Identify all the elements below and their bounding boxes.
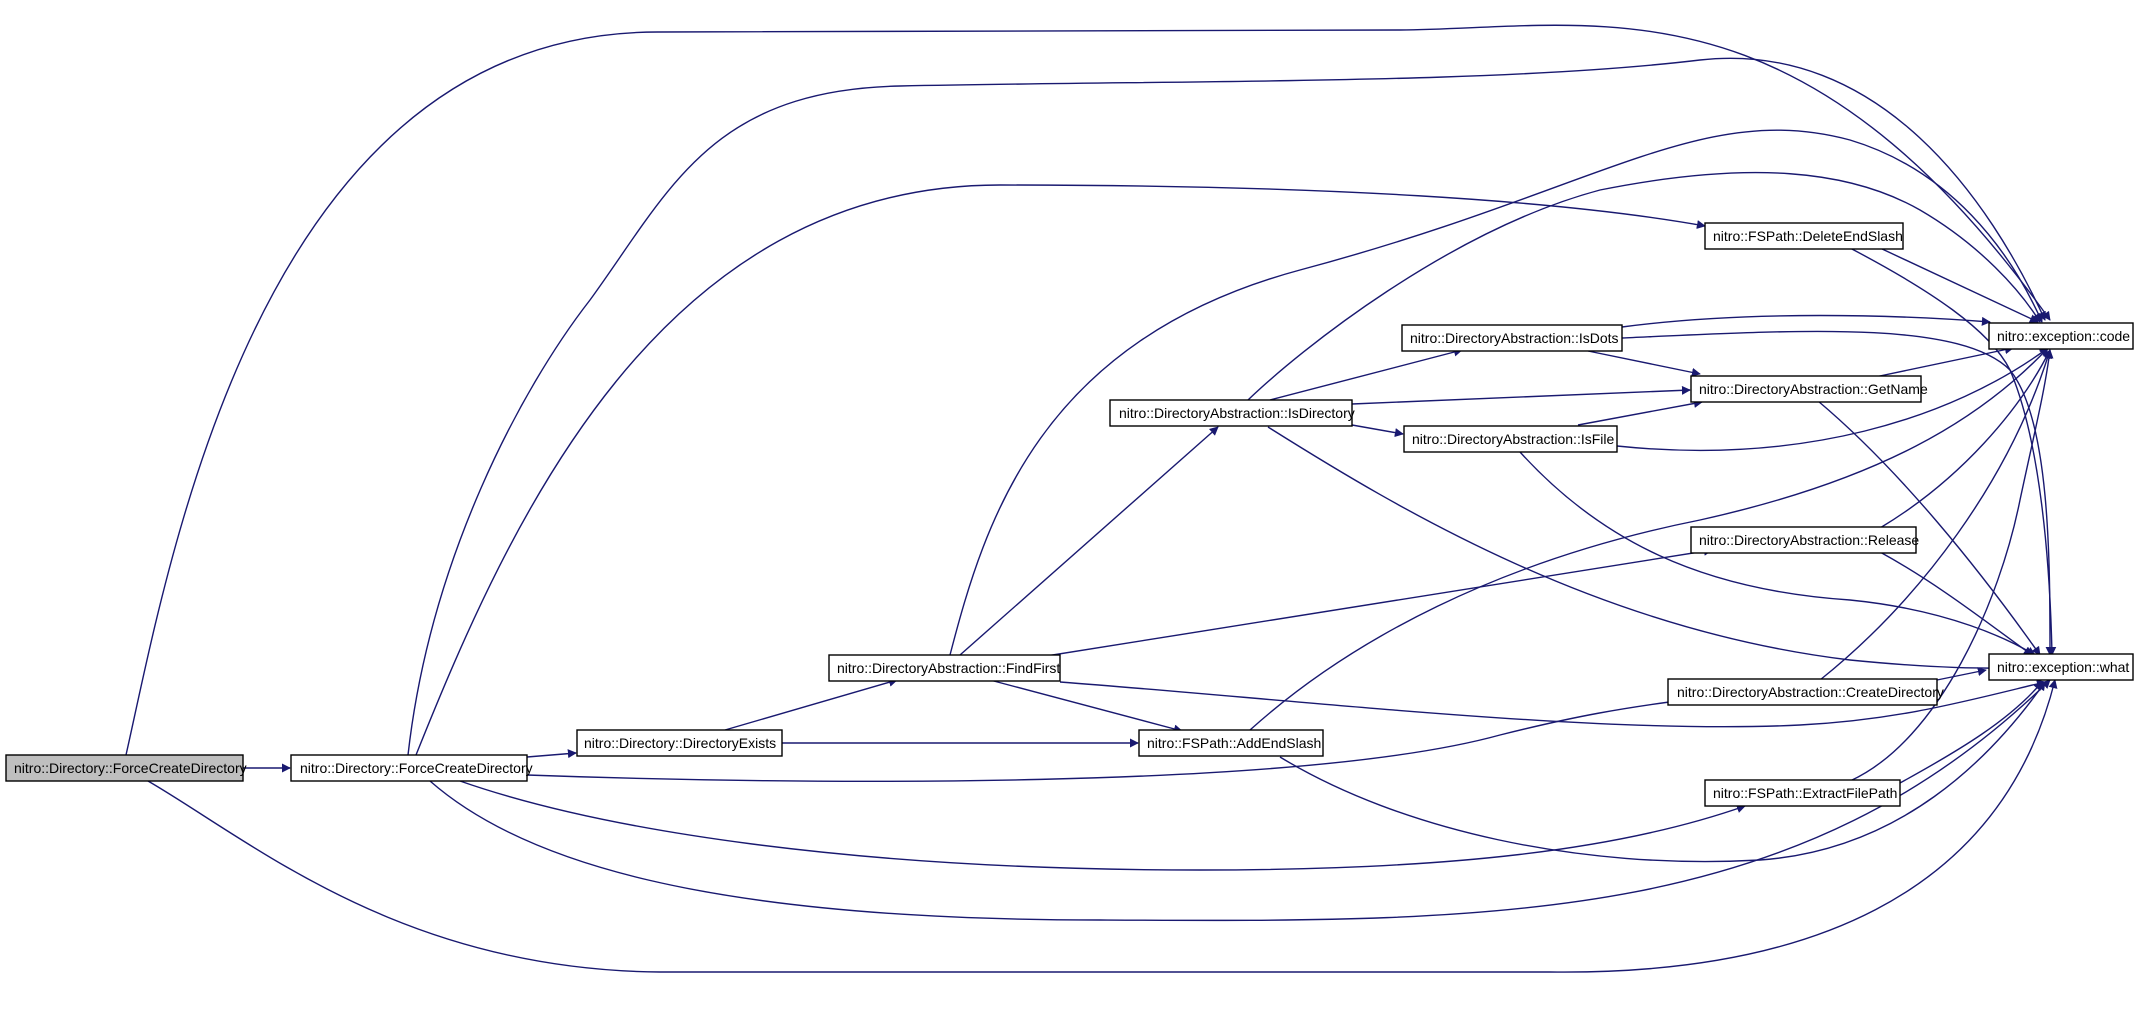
node-label: nitro::FSPath::AddEndSlash	[1147, 735, 1321, 751]
edge-deleteendslash-to-what	[1849, 247, 2057, 656]
edge-isfile-to-code	[1616, 347, 2049, 451]
edge-isdirectory-to-isfile	[1351, 424, 1404, 438]
edge-root-to-code	[125, 24, 2051, 756]
edge-isdirectory-to-code	[1247, 171, 2041, 401]
node-label: nitro::DirectoryAbstraction::IsFile	[1412, 431, 1614, 447]
edge-findfirst-to-addendslash	[989, 679, 1183, 734]
edge-isdots-to-what	[1621, 330, 2055, 656]
edge-forcecreate-to-direxists	[526, 749, 577, 759]
edge-getname-to-code	[1874, 345, 2014, 378]
node-is-dots[interactable]: nitro::DirectoryAbstraction::IsDots	[1401, 324, 1623, 352]
node-is-directory[interactable]: nitro::DirectoryAbstraction::IsDirectory	[1109, 399, 1355, 427]
node-label: nitro::FSPath::DeleteEndSlash	[1713, 228, 1903, 244]
edge-isfile-to-what	[1519, 451, 2036, 656]
edge-deleteendslash-to-code	[1879, 247, 2039, 323]
edge-createdir-to-code	[1819, 349, 2052, 681]
edge-findfirst-to-what	[1059, 679, 2046, 728]
edge-getname-to-what	[1817, 400, 2041, 656]
node-find-first[interactable]: nitro::DirectoryAbstraction::FindFirst	[828, 654, 1061, 682]
node-add-end-slash[interactable]: nitro::FSPath::AddEndSlash	[1138, 729, 1324, 757]
node-is-file[interactable]: nitro::DirectoryAbstraction::IsFile	[1403, 425, 1618, 453]
node-label: nitro::DirectoryAbstraction::FindFirst	[837, 660, 1060, 676]
node-label: nitro::FSPath::ExtractFilePath	[1713, 785, 1897, 801]
edge-isdots-to-code	[1621, 314, 1991, 328]
edge-isdirectory-to-isdots	[1269, 347, 1463, 401]
node-delete-end-slash[interactable]: nitro::FSPath::DeleteEndSlash	[1704, 222, 1904, 250]
edge-forcecreate-to-what	[429, 679, 2051, 922]
node-label: nitro::Directory::ForceCreateDirectory	[300, 760, 533, 776]
nodes: nitro::Directory::ForceCreateDirectory n…	[5, 222, 2134, 807]
node-label: nitro::DirectoryAbstraction::CreateDirec…	[1677, 684, 1944, 700]
edge-createdir-to-what	[1936, 667, 1987, 681]
node-label: nitro::DirectoryAbstraction::Release	[1699, 532, 1919, 548]
node-force-create[interactable]: nitro::Directory::ForceCreateDirectory	[290, 754, 533, 782]
node-label: nitro::exception::code	[1997, 328, 2130, 344]
edge-extract-to-what	[1899, 681, 2043, 784]
edge-isdirectory-to-what	[1267, 426, 2031, 673]
edge-isdirectory-to-getname	[1351, 385, 1691, 405]
edge-release-to-what	[1879, 551, 2033, 656]
node-extract-file-path[interactable]: nitro::FSPath::ExtractFilePath	[1704, 779, 1901, 807]
edge-findfirst-to-release	[1039, 546, 1713, 658]
node-label: nitro::DirectoryAbstraction::IsDots	[1410, 330, 1619, 346]
edge-direxists-to-findfirst	[724, 677, 898, 731]
edge-forcecreate-to-extract	[459, 780, 1746, 871]
node-create-directory[interactable]: nitro::DirectoryAbstraction::CreateDirec…	[1667, 678, 1944, 706]
node-label: nitro::DirectoryAbstraction::GetName	[1699, 381, 1928, 397]
edge-findfirst-to-code	[949, 129, 2043, 656]
edge-release-to-code	[1879, 349, 2051, 529]
node-label: nitro::Directory::ForceCreateDirectory	[14, 760, 247, 776]
node-force-create-root[interactable]: nitro::Directory::ForceCreateDirectory	[5, 754, 247, 782]
node-exception-code[interactable]: nitro::exception::code	[1988, 322, 2134, 350]
edge-extract-to-code	[1849, 349, 2054, 782]
edge-addendslash-to-code	[1249, 347, 2049, 731]
node-release[interactable]: nitro::DirectoryAbstraction::Release	[1690, 526, 1919, 554]
node-exception-what[interactable]: nitro::exception::what	[1988, 653, 2134, 681]
node-get-name[interactable]: nitro::DirectoryAbstraction::GetName	[1690, 375, 1928, 403]
edge-root-to-what	[147, 679, 2058, 973]
node-label: nitro::DirectoryAbstraction::IsDirectory	[1119, 405, 1355, 421]
edge-isdots-to-getname	[1587, 350, 1701, 377]
edge-addendslash-to-what	[1279, 681, 2046, 863]
edge-isfile-to-getname	[1577, 399, 1703, 426]
edge-findfirst-to-isdirectory	[959, 426, 1219, 656]
node-directory-exists[interactable]: nitro::Directory::DirectoryExists	[576, 729, 783, 757]
edge-forcecreate-to-code	[407, 57, 2046, 756]
node-label: nitro::Directory::DirectoryExists	[584, 735, 776, 751]
edge-forcecreate-to-deleteendslash	[415, 184, 1706, 756]
edge-forcecreate-to-createdir	[526, 689, 1746, 783]
node-label: nitro::exception::what	[1997, 659, 2129, 675]
edges	[125, 24, 2058, 973]
